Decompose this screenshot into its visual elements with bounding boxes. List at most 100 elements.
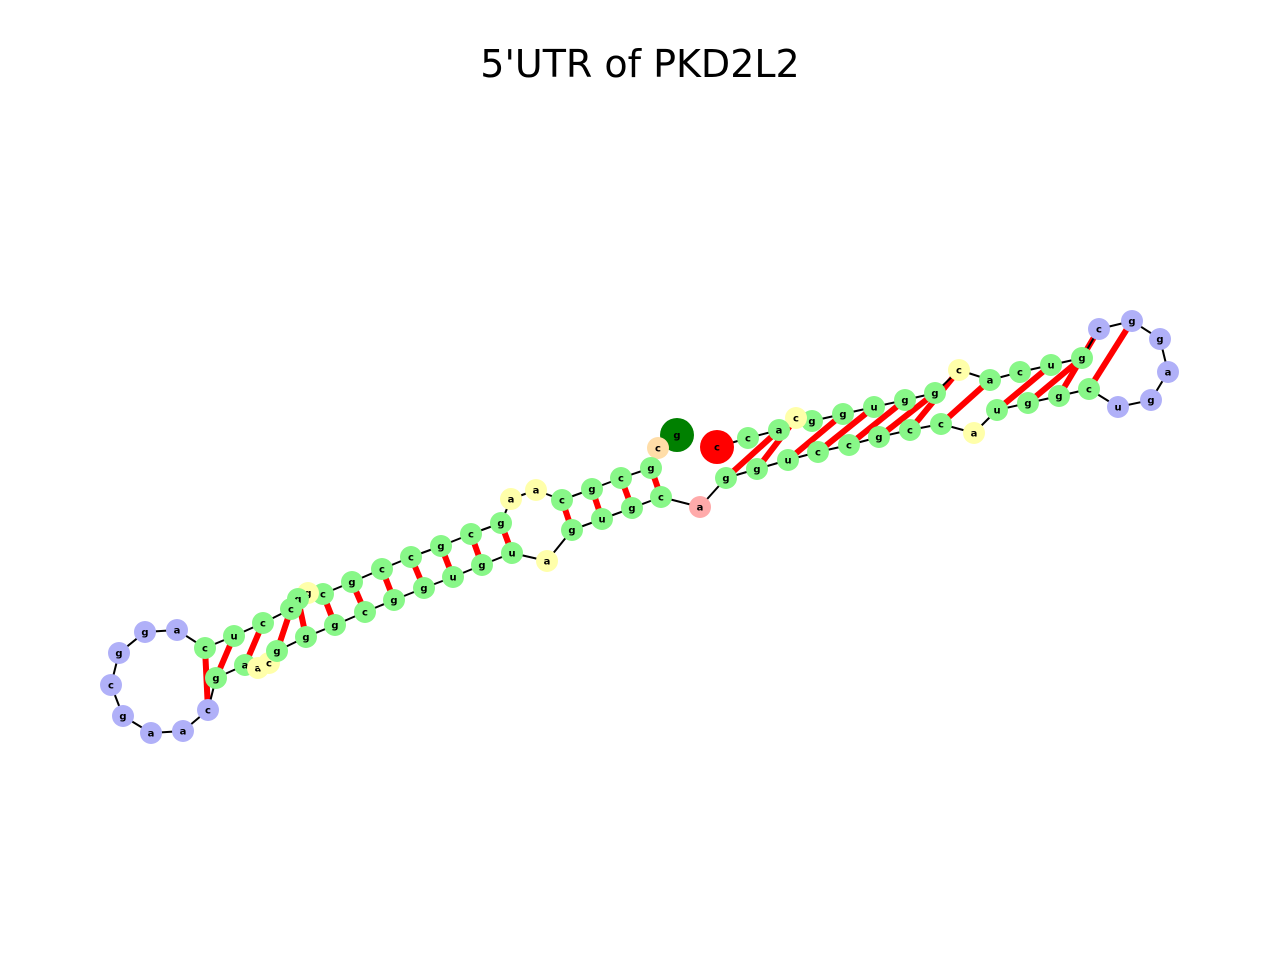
nucleotide-label: c — [266, 659, 272, 670]
nucleotide: u — [501, 542, 523, 564]
nucleotide-node — [610, 467, 632, 489]
nucleotide-node — [581, 478, 603, 500]
nucleotide-label: a — [180, 727, 187, 738]
nucleotide-label: a — [776, 426, 783, 437]
nucleotide-node — [838, 434, 860, 456]
nucleotide-label: u — [1047, 361, 1054, 372]
nucleotide-label: u — [508, 549, 515, 560]
nucleotide-node — [924, 382, 946, 404]
nucleotide: c — [785, 407, 807, 429]
nucleotide-label: a — [508, 495, 515, 506]
nucleotide: g — [1121, 310, 1143, 332]
nucleotide-label: a — [242, 661, 249, 672]
nucleotide-label: c — [938, 420, 944, 431]
nucleotide-node — [689, 496, 711, 518]
nucleotide: g — [108, 642, 130, 664]
nucleotide: c — [551, 489, 573, 511]
nucleotide-label: c — [714, 443, 720, 454]
nucleotide-node — [525, 479, 547, 501]
nucleotide-label: g — [273, 647, 280, 658]
nucleotide-label: c — [108, 681, 114, 692]
nucleotide: a — [963, 422, 985, 444]
nucleotide: g — [471, 554, 493, 576]
nucleotide: g — [1048, 385, 1070, 407]
nucleotide-label: g — [1055, 392, 1062, 403]
nucleotide-label: g — [1078, 354, 1085, 365]
nucleotide-label: c — [1017, 368, 1023, 379]
nucleotide-label: g — [722, 474, 729, 485]
nucleotide-label: g — [808, 417, 815, 428]
nucleotide: g — [341, 571, 363, 593]
nucleotide-label: c — [618, 474, 624, 485]
base-pair-bond — [1086, 319, 1135, 391]
nucleotide: a — [140, 722, 162, 744]
nucleotide-node — [1149, 328, 1171, 350]
nucleotide-label: a — [174, 626, 181, 637]
nucleotide-label: c — [408, 553, 414, 564]
nucleotide-label: c — [320, 590, 326, 601]
nucleotide-node — [252, 612, 274, 634]
nucleotide: g — [894, 389, 916, 411]
nucleotide: g — [561, 519, 583, 541]
nucleotide-label: c — [379, 565, 385, 576]
nucleotide-label: c — [559, 496, 565, 507]
base-pair-bond — [995, 362, 1053, 413]
nucleotide-node — [280, 598, 302, 620]
nucleotide-node — [442, 566, 464, 588]
nucleotide-node — [172, 720, 194, 742]
nucleotide: c — [807, 441, 829, 463]
nucleotide-label: a — [1165, 368, 1172, 379]
nucleotide: c — [647, 437, 669, 459]
nucleotide-node — [223, 625, 245, 647]
nucleotide-node — [715, 467, 737, 489]
nucleotide: a — [166, 619, 188, 641]
nucleotide-label: c — [793, 414, 799, 425]
nucleotide-label: a — [697, 503, 704, 514]
nucleotide-node — [1088, 318, 1110, 340]
nucleotide-node — [100, 674, 122, 696]
nucleotide: c — [948, 359, 970, 381]
nucleotide: u — [863, 396, 885, 418]
nucleotide: g — [1017, 392, 1039, 414]
nucleotide-label: c — [815, 448, 821, 459]
nucleotide: c — [1078, 378, 1100, 400]
nucleotide-label: g — [1147, 396, 1154, 407]
nucleotide-label: g — [115, 649, 122, 660]
nucleotide-label: g — [119, 712, 126, 723]
nucleotide: c — [280, 598, 302, 620]
nucleotide-node — [647, 437, 669, 459]
nucleotide: g — [640, 457, 662, 479]
nucleotide-node — [354, 601, 376, 623]
nucleotide: c — [371, 558, 393, 580]
nucleotide-node — [650, 486, 672, 508]
nucleotide-label: g — [901, 396, 908, 407]
nucleotide: g — [205, 667, 227, 689]
nucleotide-label: a — [255, 664, 262, 675]
nucleotide-label: g — [839, 410, 846, 421]
nucleotide-node — [1078, 378, 1100, 400]
nucleotide-label: c — [1096, 325, 1102, 336]
nucleotide-label: g — [588, 485, 595, 496]
nucleotide-node — [660, 418, 694, 452]
nucleotide: c — [650, 486, 672, 508]
nucleotide-node — [460, 523, 482, 545]
nucleotide-node — [785, 407, 807, 429]
nucleotide: c — [400, 546, 422, 568]
nucleotide-node — [108, 642, 130, 664]
nucleotide: g — [134, 621, 156, 643]
nucleotide-node — [1140, 389, 1162, 411]
nucleotide-node — [640, 457, 662, 479]
nucleotide-label: g — [875, 433, 882, 444]
nucleotide-label: c — [260, 619, 266, 630]
nucleotide: a — [525, 479, 547, 501]
nucleotide: a — [500, 488, 522, 510]
nucleotide: g — [621, 497, 643, 519]
nucleotide-label: g — [1156, 335, 1163, 346]
nucleotide-node — [1009, 361, 1031, 383]
nucleotide-node — [1017, 392, 1039, 414]
nucleotide: g — [112, 705, 134, 727]
base-pair-bond — [723, 427, 782, 481]
nucleotide-label: c — [1086, 385, 1092, 396]
nucleotide-label: g — [420, 584, 427, 595]
